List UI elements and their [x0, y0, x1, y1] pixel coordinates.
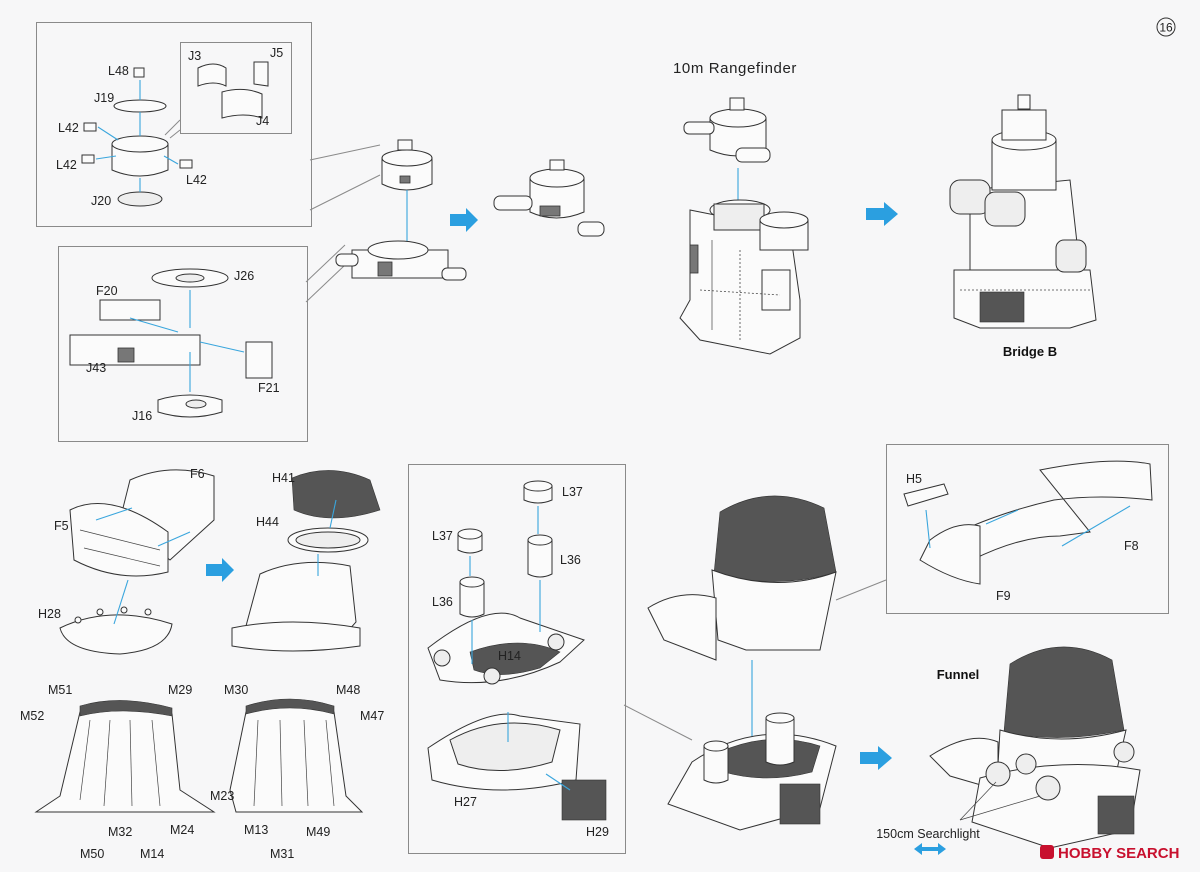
- rangefinder-inset-top: [36, 22, 312, 227]
- label-M13: M13: [244, 823, 268, 837]
- label-L36-b: L36: [432, 595, 453, 609]
- label-F9: F9: [996, 589, 1011, 603]
- label-J20: J20: [91, 194, 111, 208]
- bridge-b-label: Bridge B: [1003, 344, 1057, 359]
- rangefinder-assembly-1: [335, 139, 467, 281]
- label-M29: M29: [168, 683, 192, 697]
- funnel-shield-inset: [886, 444, 1169, 614]
- funnel-mid-assembly: [647, 495, 837, 831]
- funnel-shell-parts: [59, 469, 215, 655]
- funnel-shell-assembled: [231, 470, 381, 652]
- label-F21: F21: [258, 381, 280, 395]
- label-H41: H41: [272, 471, 295, 485]
- label-J43: J43: [86, 361, 106, 375]
- rangefinder-subparts: [81, 61, 269, 207]
- rangefinder-assembly-2: [493, 159, 605, 237]
- label-J5: J5: [270, 46, 283, 60]
- label-H5: H5: [906, 472, 922, 486]
- label-J26: J26: [234, 269, 254, 283]
- label-M48: M48: [336, 683, 360, 697]
- label-F8: F8: [1124, 539, 1139, 553]
- label-M50: M50: [80, 847, 104, 861]
- label-H44: H44: [256, 515, 279, 529]
- label-M47: M47: [360, 709, 384, 723]
- label-M24: M24: [170, 823, 194, 837]
- label-M52: M52: [20, 709, 44, 723]
- bridge-b-finished: [949, 94, 1097, 329]
- label-M31: M31: [270, 847, 294, 861]
- step-arrow-2: [866, 202, 898, 226]
- label-H28: H28: [38, 607, 61, 621]
- funnel-sidewall-right: [229, 698, 364, 813]
- label-J19: J19: [94, 91, 114, 105]
- funnel-label: Funnel: [937, 667, 980, 682]
- page-number: 16: [1156, 17, 1176, 37]
- funnel-cap-inset: [408, 464, 626, 854]
- label-L42-b: L42: [56, 158, 77, 172]
- watermark-text: HOBBY SEARCH: [1058, 845, 1179, 862]
- label-M14: M14: [140, 847, 164, 861]
- label-F5: F5: [54, 519, 69, 533]
- searchlight-label: 150cm Searchlight: [876, 827, 980, 841]
- label-H27: H27: [454, 795, 477, 809]
- rangefinder-title: 10m Rangefinder: [673, 60, 797, 77]
- label-F6: F6: [190, 467, 205, 481]
- label-J16: J16: [132, 409, 152, 423]
- searchlight-double-arrow: [914, 843, 946, 855]
- funnel-cap-parts: [427, 480, 607, 821]
- label-M51: M51: [48, 683, 72, 697]
- label-M23: M23: [210, 789, 234, 803]
- label-M30: M30: [224, 683, 248, 697]
- rangefinder-base-parts: [69, 268, 273, 418]
- rangefinder-inset-bottom: [58, 246, 308, 442]
- label-H14: H14: [498, 649, 521, 663]
- label-M32: M32: [108, 825, 132, 839]
- bridge-assembly: [679, 199, 809, 355]
- label-J4: J4: [256, 114, 269, 128]
- hobby-search-watermark: HOBBY SEARCH: [1040, 845, 1179, 862]
- rangefinder-assembly-3: [683, 97, 771, 200]
- part-labels: L48 J19 L42 L42 L42 J20 J3 J5 J4 F20 J26…: [20, 46, 1139, 861]
- step-arrow-3: [206, 558, 234, 582]
- page-number-text: 16: [1159, 21, 1173, 35]
- label-L42-a: L42: [58, 121, 79, 135]
- funnel-finished: [929, 646, 1141, 849]
- step-arrow-1: [450, 208, 478, 232]
- label-H29: H29: [586, 825, 609, 839]
- label-L37-b: L37: [432, 529, 453, 543]
- label-F20: F20: [96, 284, 118, 298]
- label-L36-a: L36: [560, 553, 581, 567]
- step-arrow-4: [860, 746, 892, 770]
- funnel-shield-parts: [903, 460, 1153, 585]
- label-M49: M49: [306, 825, 330, 839]
- label-L42-c: L42: [186, 173, 207, 187]
- label-L37-a: L37: [562, 485, 583, 499]
- label-L48: L48: [108, 64, 129, 78]
- label-J3: J3: [188, 49, 201, 63]
- funnel-sidewall-left: [34, 700, 216, 813]
- rangefinder-inset-detail: [180, 42, 292, 134]
